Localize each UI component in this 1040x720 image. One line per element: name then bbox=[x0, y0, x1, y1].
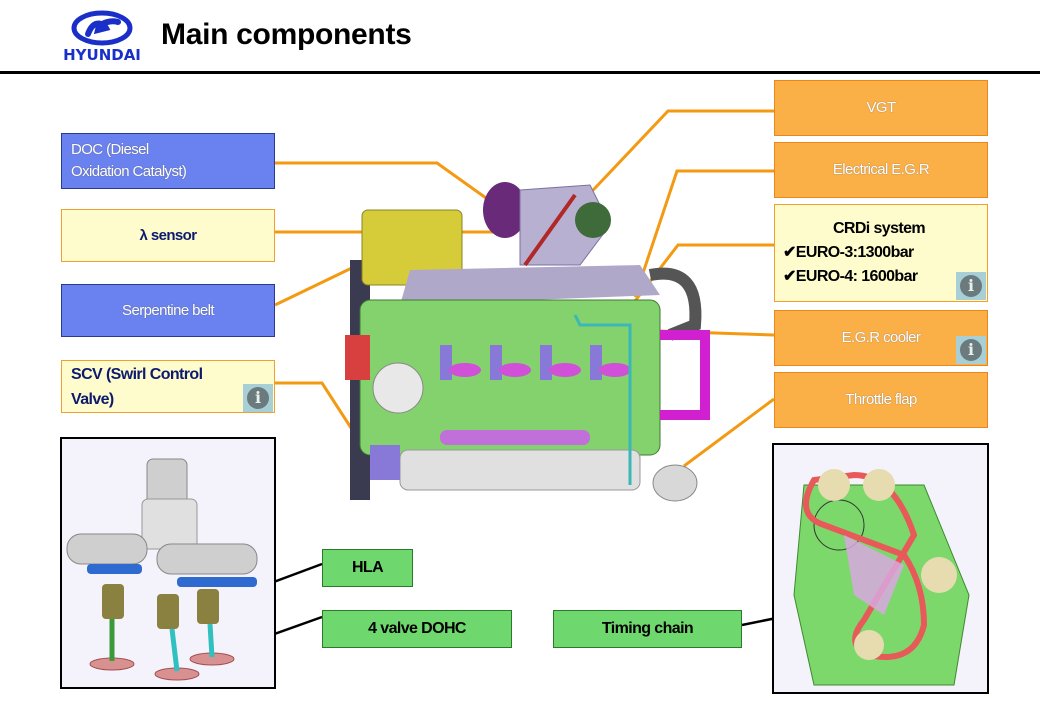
info-icon: i bbox=[960, 339, 982, 361]
label-egr-cooler: E.G.R cooler bbox=[774, 310, 988, 366]
label-scv: SCV (Swirl Control Valve) bbox=[61, 360, 275, 413]
label-crdi-system: CRDi system ✔EURO-3:1300bar ✔EURO-4: 160… bbox=[774, 204, 988, 302]
leader-electrical-egr bbox=[633, 169, 774, 298]
label-throttle-flap: Throttle flap bbox=[774, 372, 988, 428]
label-doc: DOC (Diesel Oxidation Catalyst) bbox=[61, 133, 275, 189]
label-vgt: VGT bbox=[774, 80, 988, 136]
info-button-scv[interactable]: i bbox=[243, 384, 273, 412]
label-scv-line2: Valve) bbox=[71, 390, 114, 408]
label-throttle-flap-text: Throttle flap bbox=[845, 391, 917, 408]
logo-wordmark: HYUNDAI bbox=[63, 46, 141, 64]
timing-chain-image-frame bbox=[772, 443, 989, 694]
label-hla-text: HLA bbox=[351, 559, 384, 576]
label-doc-line1: DOC (Diesel bbox=[71, 141, 149, 158]
label-4-valve-dohc: 4 valve DOHC bbox=[322, 610, 512, 648]
info-icon: i bbox=[247, 387, 269, 409]
crdi-title: CRDi system bbox=[832, 220, 926, 237]
engine-image bbox=[345, 182, 710, 502]
info-button-egr-cooler[interactable]: i bbox=[956, 336, 986, 364]
hyundai-logo: HYUNDAI bbox=[63, 10, 141, 64]
label-hla: HLA bbox=[322, 549, 413, 587]
timing-chain-image bbox=[793, 469, 970, 686]
label-timing-chain: Timing chain bbox=[553, 610, 742, 648]
label-4-valve-dohc-text: 4 valve DOHC bbox=[368, 620, 466, 637]
label-serpentine-belt-text: Serpentine belt bbox=[122, 301, 215, 319]
label-serpentine-belt: Serpentine belt bbox=[61, 284, 275, 337]
label-electrical-egr-text: Electrical E.G.R bbox=[832, 161, 930, 178]
label-egr-cooler-text: E.G.R cooler bbox=[841, 329, 921, 346]
leader-doc bbox=[275, 161, 501, 210]
leader-throttle bbox=[683, 397, 775, 468]
label-vgt-text: VGT bbox=[866, 99, 896, 116]
info-button-crdi[interactable]: i bbox=[956, 272, 986, 300]
page-title: Main components bbox=[161, 18, 412, 51]
label-timing-chain-text: Timing chain bbox=[601, 620, 694, 637]
label-electrical-egr: Electrical E.G.R bbox=[774, 142, 988, 198]
crdi-item-euro4: ✔EURO-4: 1600bar bbox=[783, 268, 918, 285]
info-icon: i bbox=[960, 275, 982, 297]
valvetrain-image-frame bbox=[60, 437, 276, 689]
leader-serpentine bbox=[274, 263, 359, 307]
crdi-item-euro3: ✔EURO-3:1300bar bbox=[783, 244, 914, 261]
label-scv-line1: SCV (Swirl Control bbox=[71, 365, 203, 383]
valvetrain-image bbox=[66, 458, 258, 681]
label-lambda-sensor-text: λ sensor bbox=[139, 226, 198, 244]
label-doc-line2: Oxidation Catalyst) bbox=[71, 163, 187, 180]
leader-vgt bbox=[558, 109, 774, 227]
header-divider bbox=[0, 71, 1040, 74]
label-lambda-sensor: λ sensor bbox=[61, 209, 275, 262]
